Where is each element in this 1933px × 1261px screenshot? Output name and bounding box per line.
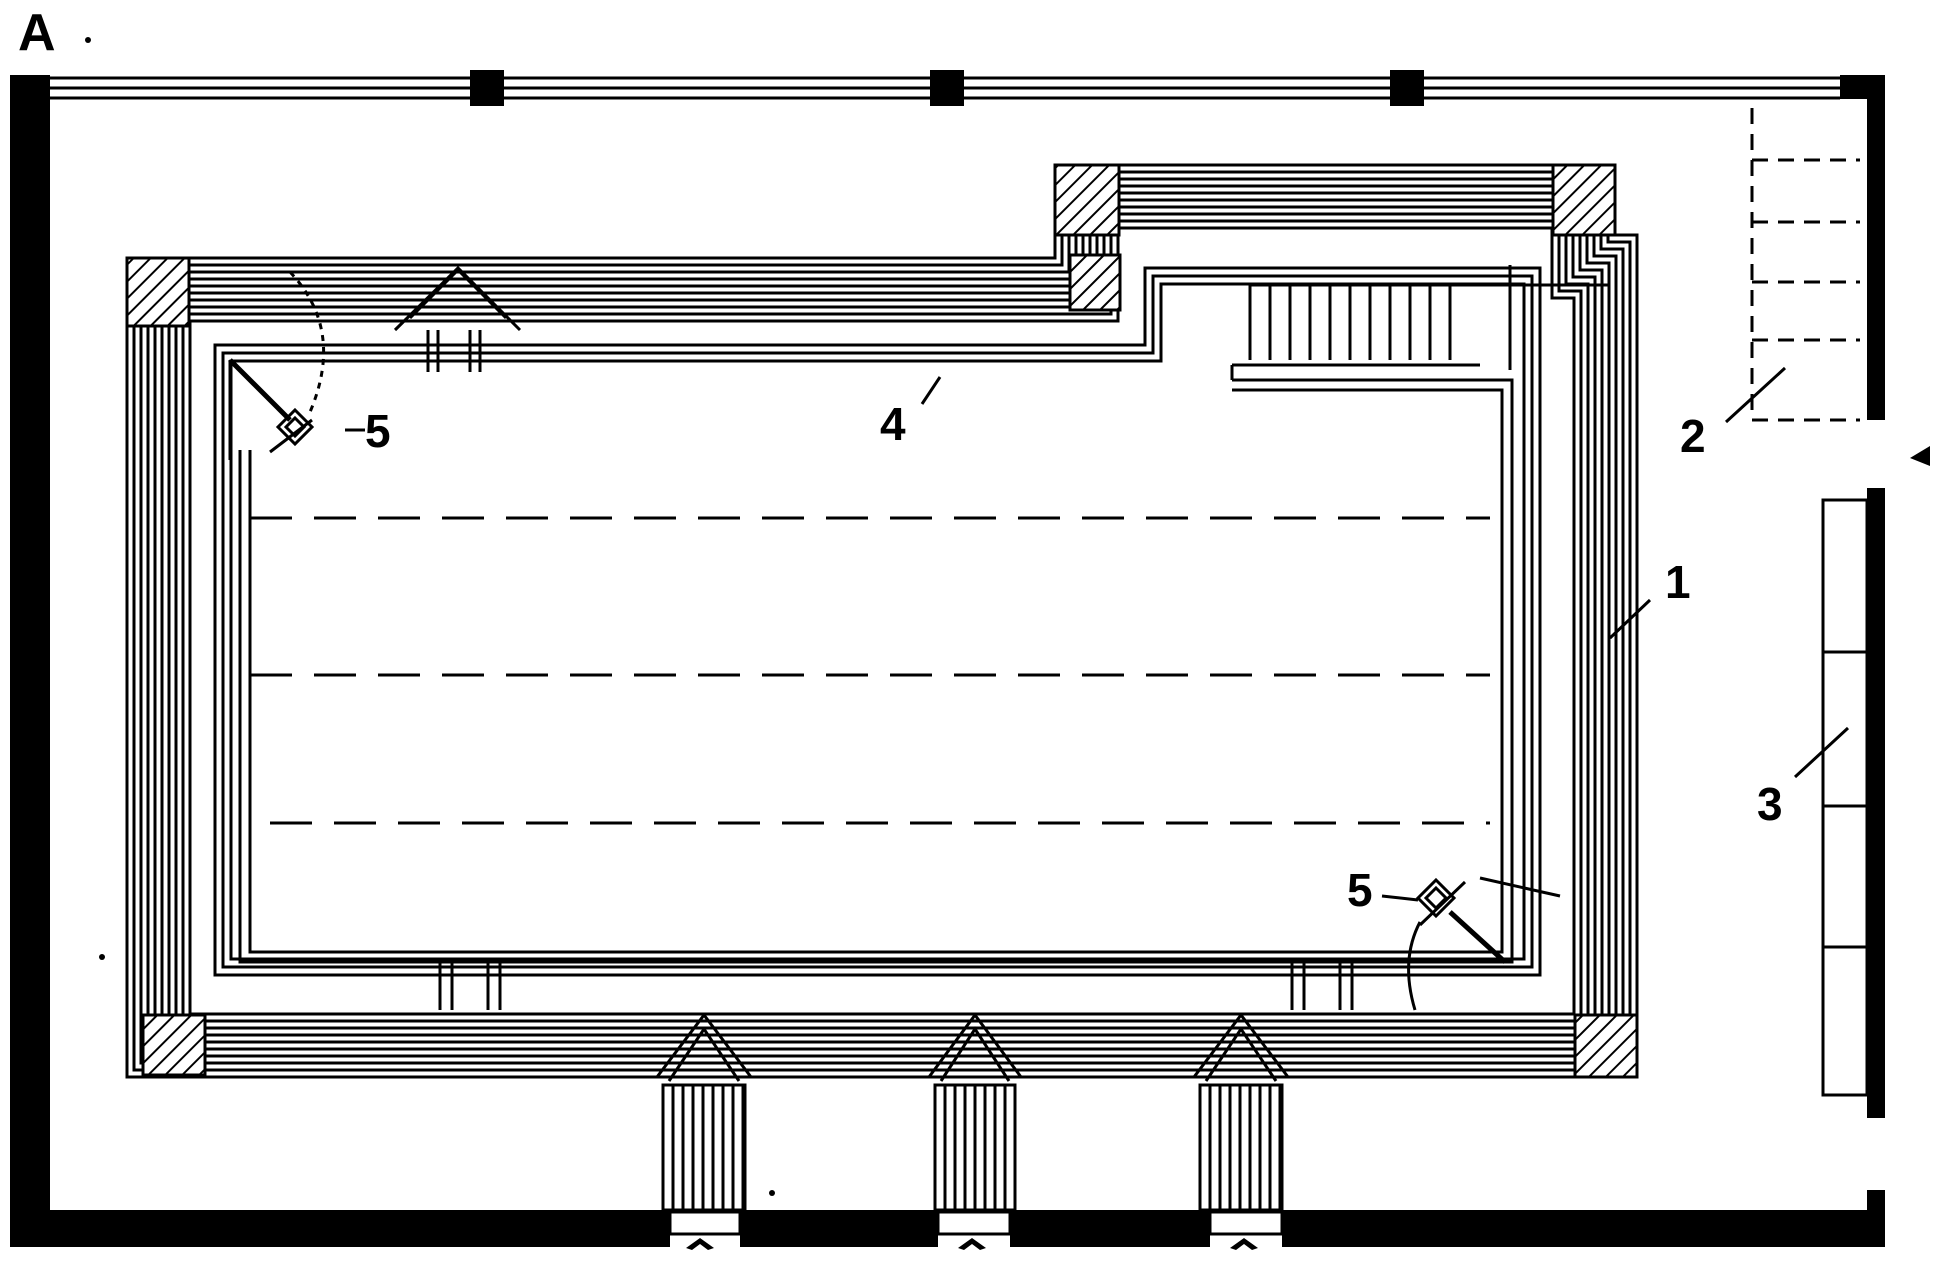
bench xyxy=(1821,498,1869,1097)
panel-label-dot xyxy=(85,37,91,43)
deck-band-line xyxy=(174,212,1590,1030)
gutter-line xyxy=(213,266,1542,977)
deck-ladders xyxy=(393,265,1354,1010)
diving-platforms xyxy=(655,1012,1290,1212)
entrance-markers xyxy=(686,446,1930,1250)
scan-specks xyxy=(99,954,775,1196)
gutter-line xyxy=(221,274,1534,969)
callout-2: 2 xyxy=(1680,410,1706,462)
top-wall-windows xyxy=(50,76,1840,100)
diving-platform-roof xyxy=(1192,1012,1290,1078)
corner-pillars xyxy=(125,163,1639,1079)
diving-platform-roof xyxy=(667,1026,741,1082)
pool-entry-steps xyxy=(1230,265,1610,380)
diving-platform-roof xyxy=(939,1026,1011,1082)
panel-label: A xyxy=(18,4,56,62)
deck-band-line xyxy=(167,205,1597,1037)
deck-band-line xyxy=(146,184,1618,1058)
gutter-line xyxy=(229,282,1526,961)
deck-band-line xyxy=(160,198,1604,1044)
diving-platform-roof xyxy=(1204,1026,1278,1082)
lane-markers xyxy=(250,516,1490,825)
callout-5-bottom-right: 5 xyxy=(1347,864,1373,916)
pool-basin xyxy=(228,360,1514,964)
diving-platform-roof xyxy=(927,1012,1023,1078)
callout-leaders xyxy=(345,366,1850,902)
inlet-bottom-right xyxy=(1407,876,1561,1011)
deck-band-line xyxy=(139,177,1625,1065)
diving-platform-roof xyxy=(655,1012,753,1078)
inlet-top-left xyxy=(228,270,326,454)
callout-3: 3 xyxy=(1757,778,1783,830)
building-walls xyxy=(10,70,1885,1247)
callout-5-top-left: 5 xyxy=(365,405,391,457)
entry-steps-dashed xyxy=(1750,108,1860,422)
callout-1: 1 xyxy=(1665,556,1691,608)
callout-4: 4 xyxy=(880,398,906,450)
entrance-gaps xyxy=(668,1210,1284,1236)
